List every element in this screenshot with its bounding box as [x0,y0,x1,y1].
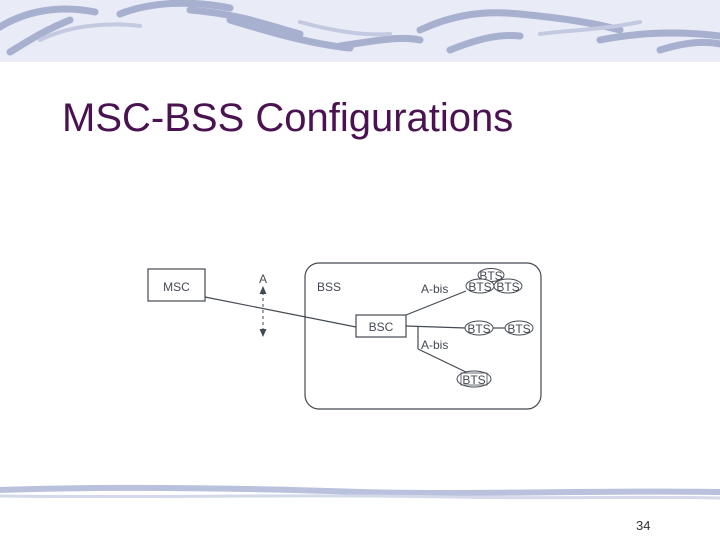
bss-label: BSS [317,280,341,294]
down-arrow-icon [260,329,267,337]
bsc-label: BSC [369,320,394,334]
abis-label-lower: A-bis [421,338,448,352]
bts-link-middle [406,326,466,328]
msc-bsc-link [205,297,356,327]
msc-label: MSC [163,280,190,294]
a-interface-label: A [259,272,267,286]
bts-label: BTS [462,373,485,387]
bts-label: BTS [507,322,530,336]
footer-band [0,480,720,504]
page-number: 34 [636,518,650,533]
bts-link-lower [418,349,468,373]
bts-label: BTS [468,280,491,294]
bts-label: BTS [467,322,490,336]
bts-label: BTS [496,280,519,294]
abis-label-upper: A-bis [421,282,448,296]
up-arrow-icon [260,286,267,294]
